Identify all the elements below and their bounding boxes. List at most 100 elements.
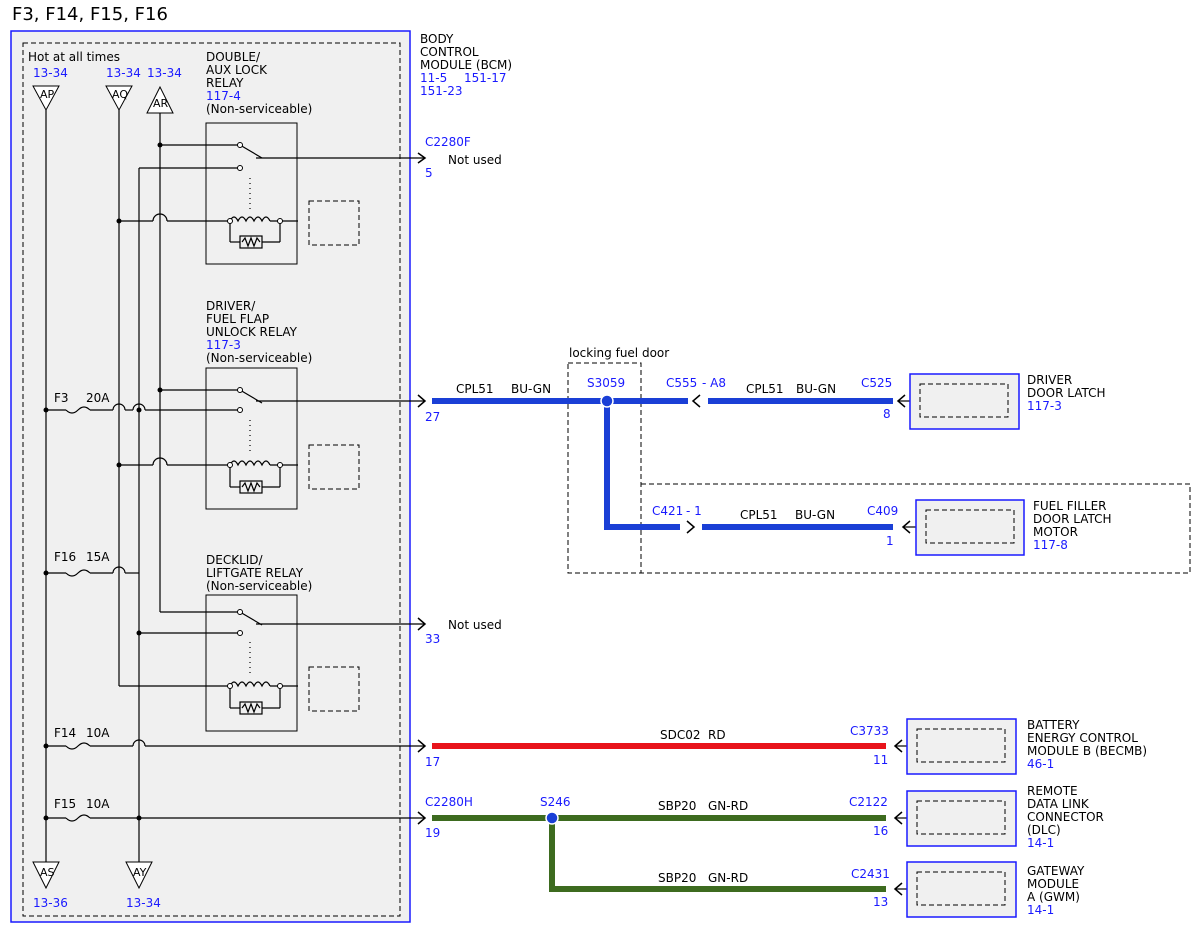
c409-pin: 1: [886, 534, 894, 548]
splice-s3059-label[interactable]: S3059: [587, 376, 625, 390]
f15-wiring: [46, 814, 425, 822]
pin27-label: 27: [425, 410, 440, 424]
c555-label[interactable]: C555: [666, 376, 697, 390]
diagram-title: F3, F14, F15, F16: [12, 4, 168, 25]
fuse-f15-name: F15: [54, 797, 76, 811]
fuse-f3-rating: 20A: [86, 391, 110, 405]
fuse-f3-name: F3: [54, 391, 69, 405]
ay-label: AY: [133, 866, 147, 879]
relay1-line1: DOUBLE/: [206, 50, 261, 64]
pin5-not-used: Not used: [448, 153, 502, 167]
c409-label[interactable]: C409: [867, 504, 898, 518]
wire2-color: BU-GN: [796, 382, 836, 396]
relay3-wiring: [46, 566, 425, 715]
c2431-label[interactable]: C2431: [851, 867, 890, 881]
c555-arrow: [691, 394, 701, 408]
bcm-inner-border: [22, 42, 401, 917]
relay1-ref[interactable]: 117-4: [206, 89, 241, 103]
c2280f-label[interactable]: C2280F: [425, 135, 471, 149]
becmb-ref[interactable]: 46-1: [1027, 757, 1054, 771]
fuel-motor-line1: FUEL FILLER: [1033, 499, 1107, 513]
dlc-ref[interactable]: 14-1: [1027, 836, 1054, 850]
gwm-line3: A (GWM): [1027, 890, 1080, 904]
c3733-label[interactable]: C3733: [850, 724, 889, 738]
relay3-line1: DECKLID/: [206, 553, 264, 567]
driver-latch-ref[interactable]: 117-3: [1027, 399, 1062, 413]
fuse-f14-rating: 10A: [86, 726, 110, 740]
wire-sbp20-1-circuit: SBP20: [658, 799, 696, 813]
relay3-dashed-box: [308, 666, 360, 712]
becmb-box[interactable]: [906, 718, 1017, 775]
locking-label: locking fuel door: [569, 346, 669, 360]
gwm-box[interactable]: [906, 861, 1017, 918]
wire2-circuit: CPL51: [746, 382, 784, 396]
relay3-box: [205, 594, 298, 732]
c421-arrow: [686, 520, 696, 534]
hot-label: Hot at all times: [28, 50, 120, 64]
dlc-line1: REMOTE: [1027, 784, 1078, 798]
c555-pin: - A8: [702, 376, 726, 390]
fuse-f16-rating: 15A: [86, 550, 110, 564]
c2122-pin: 16: [873, 824, 888, 838]
ar-ref[interactable]: 13-34: [147, 66, 182, 80]
bcm-name-line1: BODY: [420, 32, 454, 46]
bcm-name-line2: CONTROL: [420, 45, 479, 59]
c2280h-label[interactable]: C2280H: [425, 795, 473, 809]
splice-s246-label[interactable]: S246: [540, 795, 571, 809]
splice-s246[interactable]: [545, 811, 559, 825]
driver-latch-line1: DRIVER: [1027, 373, 1072, 387]
locking-zone-left: [567, 362, 642, 574]
ay-ref[interactable]: 13-34: [126, 896, 161, 910]
as-ref[interactable]: 13-36: [33, 896, 68, 910]
wire-sbp20-gwm[interactable]: [549, 818, 886, 892]
becmb-line3: MODULE B (BECMB): [1027, 744, 1147, 758]
bcm-ref1[interactable]: 11-5: [420, 71, 447, 85]
c525-label[interactable]: C525: [861, 376, 892, 390]
ap-ref[interactable]: 13-34: [33, 66, 68, 80]
relay2-ref[interactable]: 117-3: [206, 338, 241, 352]
aq-ref[interactable]: 13-34: [106, 66, 141, 80]
wire3-circuit: CPL51: [740, 508, 778, 522]
pin33-arrow: [417, 617, 427, 631]
relay2-wiring: [46, 389, 425, 494]
c2122-label[interactable]: C2122: [849, 795, 888, 809]
ap-triangle: [32, 85, 60, 112]
relay1-wiring: [119, 144, 425, 249]
c421-label[interactable]: C421: [652, 504, 683, 518]
ar-label: AR: [153, 97, 169, 110]
wire-cpl51-branch[interactable]: [604, 401, 680, 530]
relay2-line1: DRIVER/: [206, 299, 256, 313]
bcm-ref2[interactable]: 151-17: [464, 71, 507, 85]
wire-sdc02-circuit: SDC02: [660, 728, 701, 742]
wire-sbp20-1-color: GN-RD: [708, 799, 748, 813]
driver-latch-box[interactable]: [909, 373, 1020, 430]
ay-triangle: [125, 861, 153, 890]
pin5-arrow: [417, 152, 427, 164]
wire1-color: BU-GN: [511, 382, 551, 396]
as-label: AS: [40, 866, 55, 879]
fuel-motor-line3: MOTOR: [1033, 525, 1078, 539]
bcm-module-border: [10, 30, 411, 923]
pin27-arrow: [417, 394, 427, 408]
pin17-label: 17: [425, 755, 440, 769]
splice-s3059[interactable]: [600, 394, 614, 408]
bcm-ref3[interactable]: 151-23: [420, 84, 463, 98]
pin33-label: 33: [425, 632, 440, 646]
gwm-ref[interactable]: 14-1: [1027, 903, 1054, 917]
bus-lines: [45, 110, 161, 862]
pin19-arrow: [417, 811, 427, 825]
c525-pin: 8: [883, 407, 891, 421]
relay2-line2: FUEL FLAP: [206, 312, 269, 326]
ap-label: AP: [40, 88, 55, 101]
fuel-motor-line2: DOOR LATCH: [1033, 512, 1112, 526]
fuel-motor-ref[interactable]: 117-8: [1033, 538, 1068, 552]
dlc-box[interactable]: [906, 790, 1017, 847]
relay1-line3: RELAY: [206, 76, 244, 90]
aq-triangle: [105, 85, 133, 112]
aq-label: AQ: [112, 88, 128, 101]
relay2-note: (Non-serviceable): [206, 351, 312, 365]
as-triangle: [32, 861, 60, 890]
fuel-motor-box[interactable]: [915, 499, 1025, 556]
